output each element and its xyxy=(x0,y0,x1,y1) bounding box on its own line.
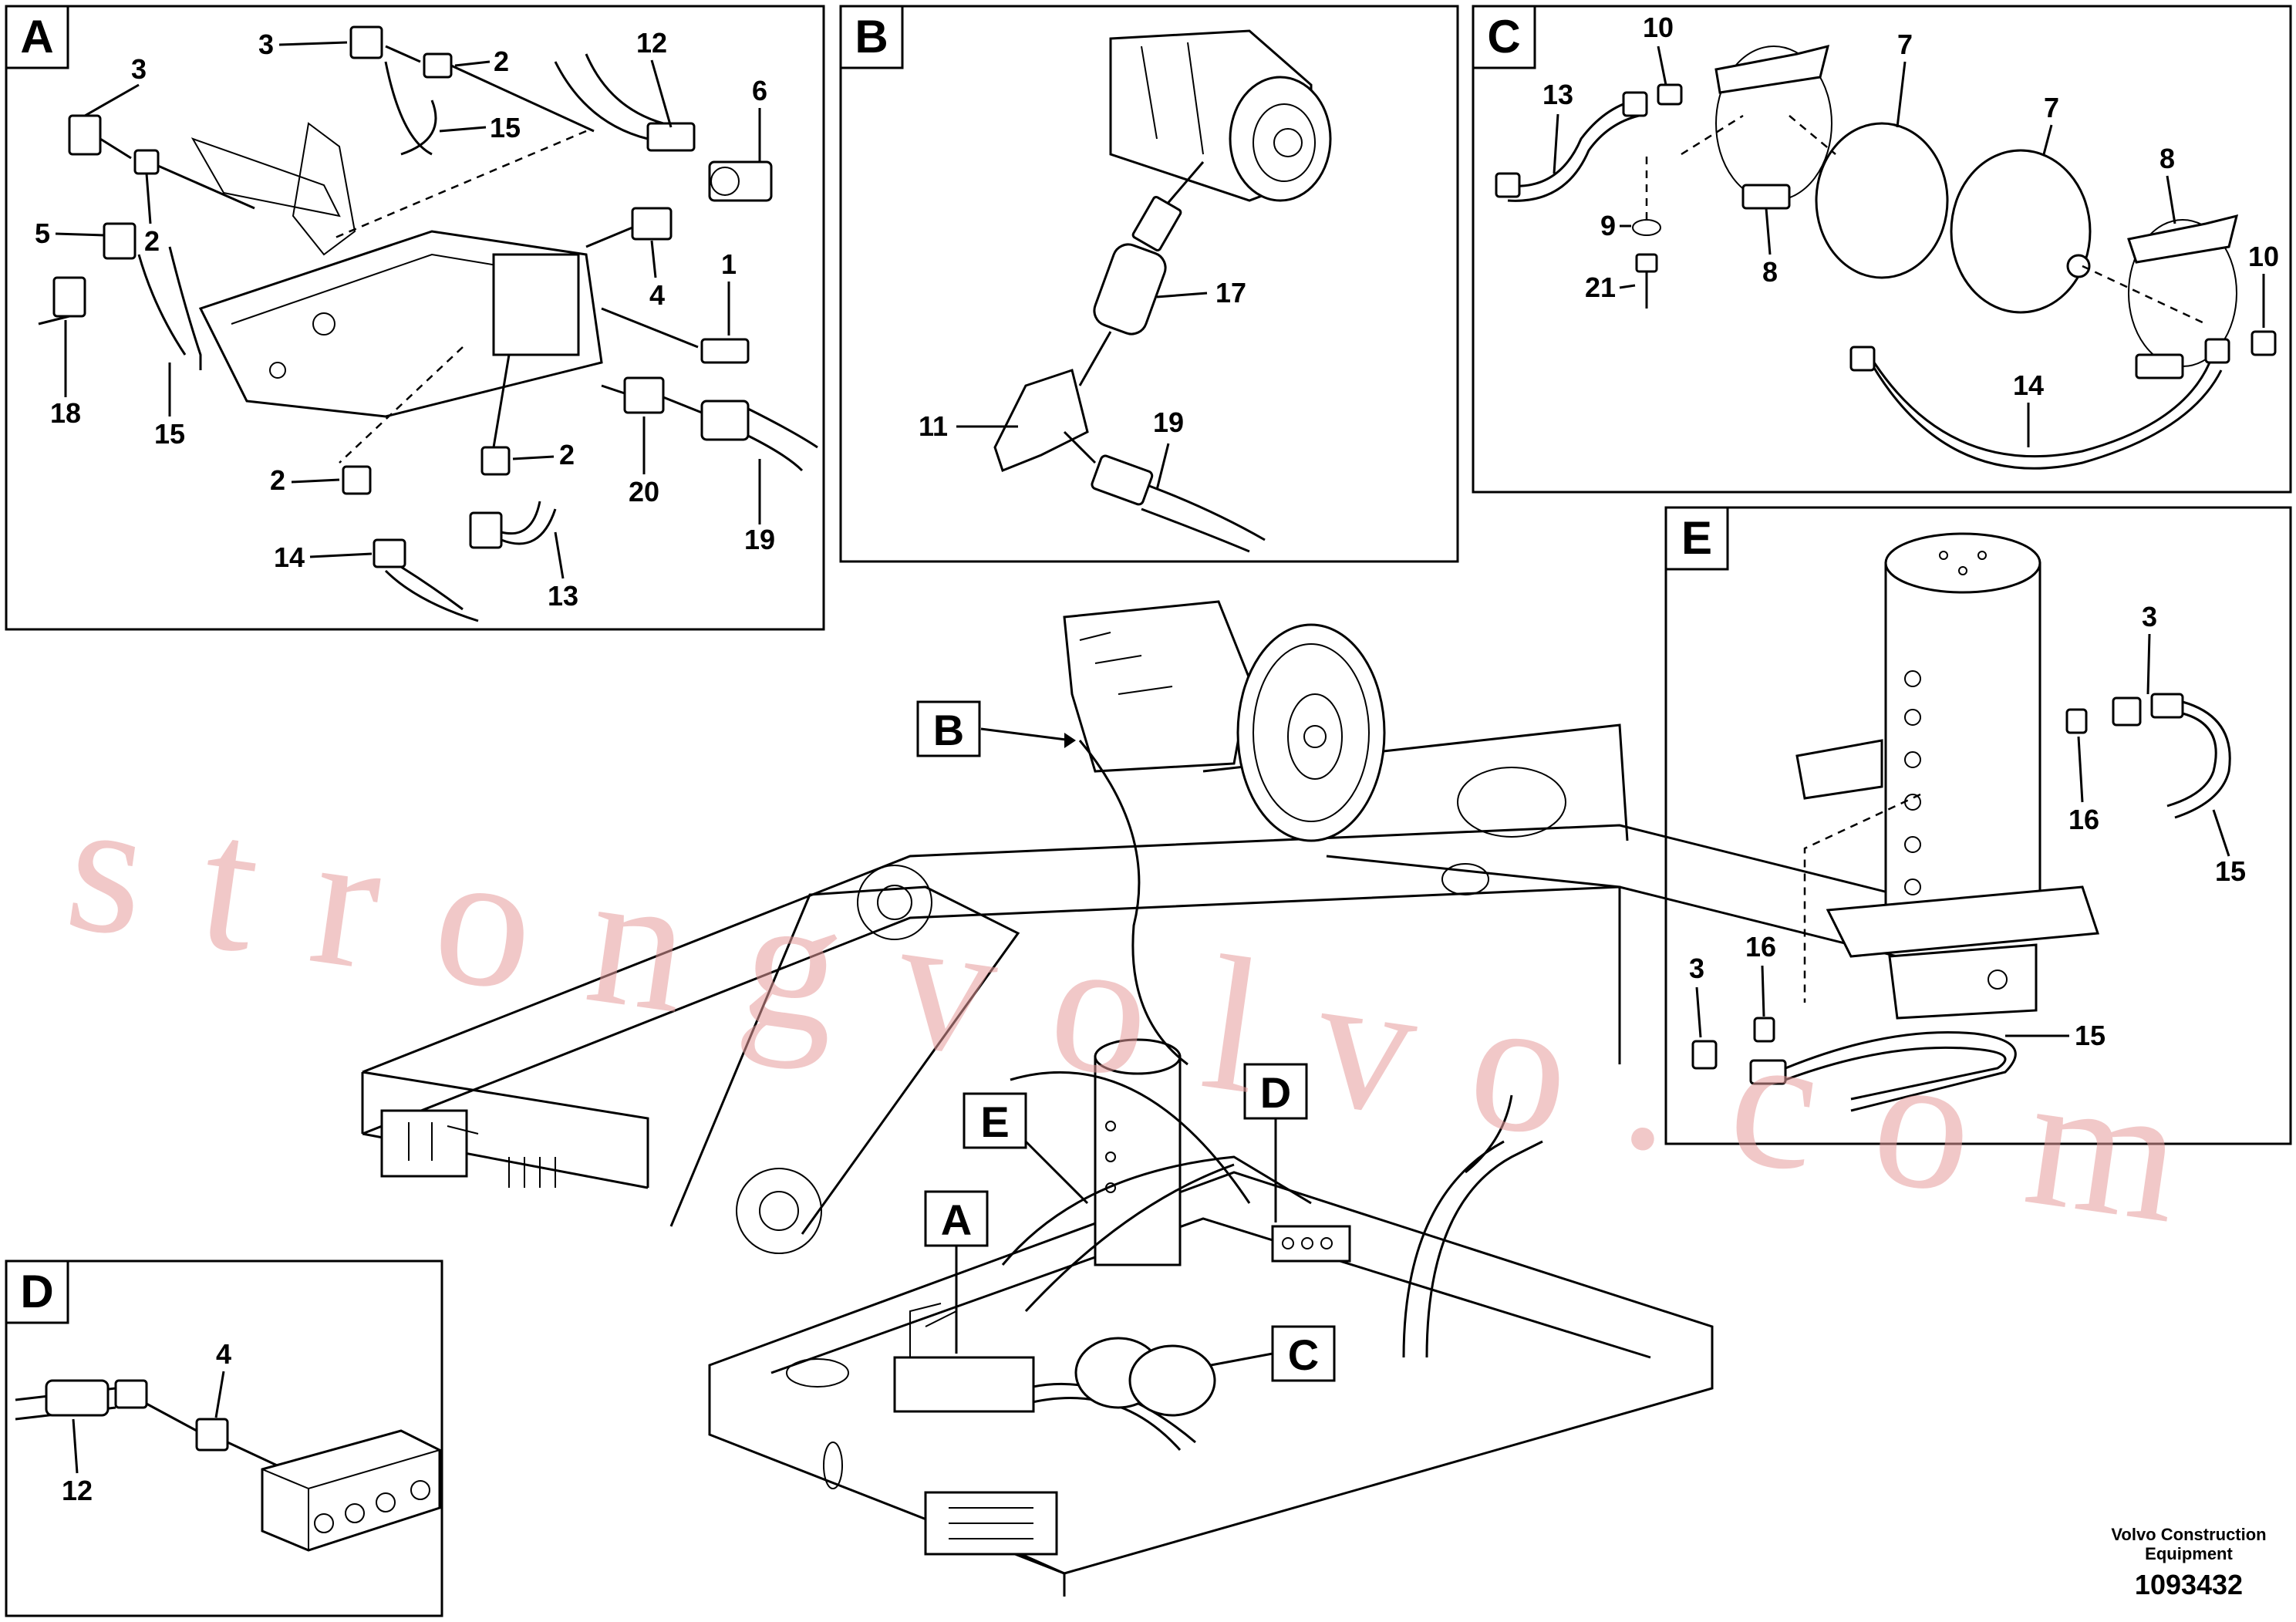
panel-B: B 17 11 19 xyxy=(839,5,1459,563)
panel-C: C 10 7 7 xyxy=(1472,5,2292,494)
svg-text:7: 7 xyxy=(2044,92,2059,123)
svg-text:16: 16 xyxy=(2068,804,2099,835)
main-assembly-drawing: B E D A C xyxy=(361,600,1991,1597)
svg-text:14: 14 xyxy=(2013,369,2044,401)
marker-A: A xyxy=(924,1190,989,1354)
marker-D: D xyxy=(1243,1063,1308,1222)
svg-text:E: E xyxy=(1681,512,1712,564)
svg-text:18: 18 xyxy=(50,397,81,429)
svg-text:8: 8 xyxy=(1762,256,1778,288)
svg-text:3: 3 xyxy=(131,53,147,85)
svg-text:C: C xyxy=(1487,11,1520,62)
marker-C: C xyxy=(1210,1325,1336,1382)
svg-text:20: 20 xyxy=(629,476,659,508)
svg-text:10: 10 xyxy=(2248,241,2279,272)
svg-text:16: 16 xyxy=(1745,931,1776,963)
svg-text:E: E xyxy=(980,1098,1009,1146)
svg-text:15: 15 xyxy=(2215,855,2246,887)
marker-B: B xyxy=(916,700,1076,757)
drawing-number: 1093432 xyxy=(2135,1569,2243,1600)
svg-text:21: 21 xyxy=(1585,271,1616,303)
panel-A: A xyxy=(5,5,825,631)
svg-text:D: D xyxy=(1260,1068,1291,1117)
svg-text:15: 15 xyxy=(2075,1020,2106,1051)
svg-text:2: 2 xyxy=(559,439,575,470)
svg-text:2: 2 xyxy=(270,464,285,496)
svg-text:12: 12 xyxy=(636,27,667,59)
svg-text:13: 13 xyxy=(548,580,578,612)
svg-text:B: B xyxy=(855,11,888,62)
svg-text:8: 8 xyxy=(2159,143,2175,174)
svg-text:11: 11 xyxy=(919,410,948,442)
svg-text:15: 15 xyxy=(154,418,185,450)
svg-text:9: 9 xyxy=(1600,210,1616,241)
svg-text:3: 3 xyxy=(258,29,274,60)
svg-text:15: 15 xyxy=(490,112,521,143)
svg-text:19: 19 xyxy=(744,524,775,555)
svg-text:10: 10 xyxy=(1643,12,1674,43)
svg-text:2: 2 xyxy=(144,225,160,257)
company-line-1: Volvo Construction xyxy=(2111,1525,2266,1544)
marker-E: E xyxy=(963,1092,1089,1205)
svg-text:3: 3 xyxy=(2142,601,2157,632)
svg-text:12: 12 xyxy=(62,1475,93,1506)
svg-text:13: 13 xyxy=(1542,79,1573,110)
svg-text:17: 17 xyxy=(1215,277,1246,309)
svg-text:6: 6 xyxy=(752,75,767,106)
svg-text:14: 14 xyxy=(274,541,305,573)
svg-text:5: 5 xyxy=(35,218,50,249)
svg-text:3: 3 xyxy=(1689,953,1704,984)
svg-text:2: 2 xyxy=(494,46,509,77)
svg-text:C: C xyxy=(1288,1330,1319,1379)
svg-text:A: A xyxy=(20,11,53,62)
svg-text:4: 4 xyxy=(216,1338,231,1370)
panel-E: E 3 16 15 3 xyxy=(1664,506,2292,1145)
svg-text:D: D xyxy=(20,1266,53,1317)
svg-text:19: 19 xyxy=(1153,406,1184,438)
panel-D: D 4 12 xyxy=(5,1259,443,1617)
svg-text:7: 7 xyxy=(1897,29,1913,60)
company-line-2: Equipment xyxy=(2145,1544,2233,1563)
svg-text:1: 1 xyxy=(721,248,737,280)
svg-text:A: A xyxy=(941,1195,972,1244)
svg-text:B: B xyxy=(933,706,964,754)
footer: Volvo Construction Equipment 1093432 xyxy=(2111,1525,2266,1600)
svg-text:4: 4 xyxy=(649,279,665,311)
